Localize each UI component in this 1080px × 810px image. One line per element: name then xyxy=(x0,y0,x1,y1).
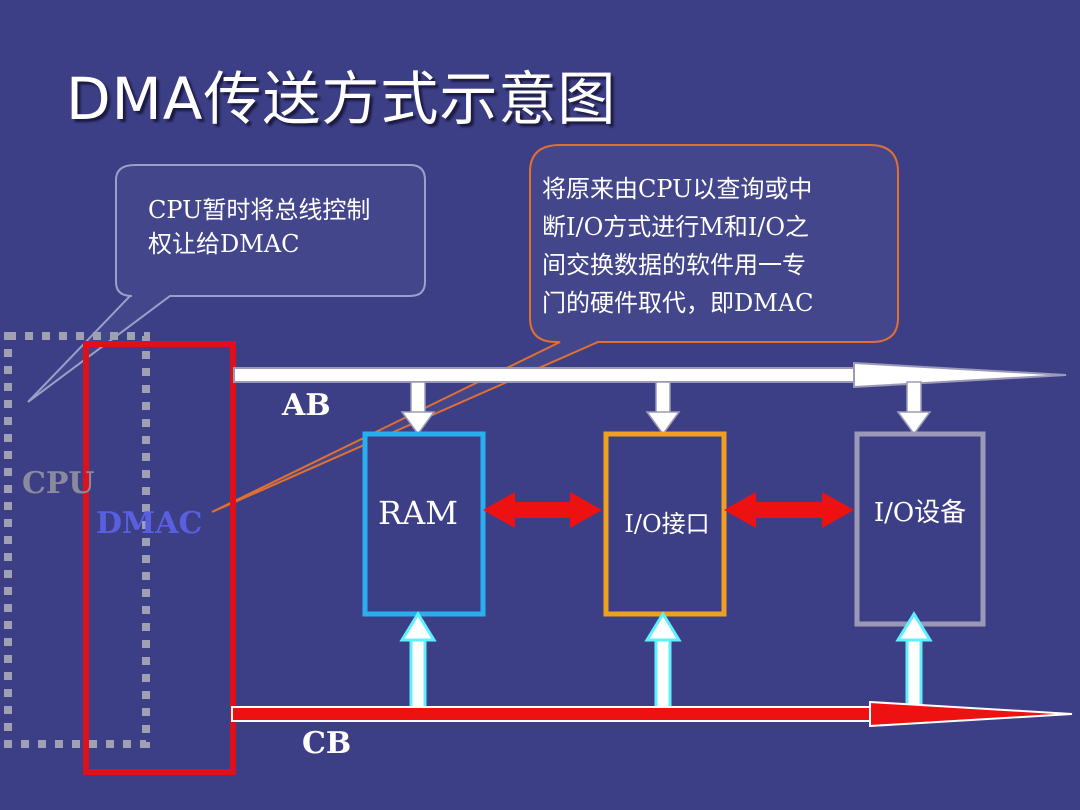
callout-right-bubble xyxy=(211,144,899,513)
cb-up-arrow-ram xyxy=(399,611,437,716)
cb-label: CB xyxy=(302,726,352,761)
ab-down-arrow-io-device xyxy=(896,381,932,436)
cb-up-arrow-io-device xyxy=(895,611,933,716)
io-device-box xyxy=(854,431,986,627)
cpu-label: CPU xyxy=(22,466,95,501)
page-title: DMA传送方式示意图 xyxy=(66,65,617,133)
address-bus-arrow xyxy=(233,361,1067,389)
cb-up-arrow-io-interface xyxy=(644,611,682,716)
ab-down-arrow-io-interface xyxy=(645,381,681,436)
callout-left-bubble xyxy=(27,164,426,403)
callout-right-line: 门的硬件取代，即DMAC xyxy=(542,289,814,317)
callout-left-line: 权让给DMAC xyxy=(148,230,300,258)
io-interface-box xyxy=(603,431,727,617)
dmac-box xyxy=(83,341,236,775)
data-arrow-io-interface-io-device xyxy=(724,492,854,528)
ram-label: RAM xyxy=(378,494,458,532)
callout-left-line: CPU暂时将总线控制 xyxy=(148,196,371,224)
data-arrow-ram-io-interface xyxy=(483,492,602,528)
ab-label: AB xyxy=(282,388,331,423)
ram-box xyxy=(362,431,486,617)
io-interface-label: I/O接口 xyxy=(624,510,710,538)
callout-right-text: 将原来由CPU以查询或中 断I/O方式进行M和I/O之 间交换数据的软件用一专 … xyxy=(542,170,888,322)
callout-left-text: CPU暂时将总线控制 权让给DMAC xyxy=(148,193,416,261)
io-device-label: I/O设备 xyxy=(873,498,967,528)
dmac-label: DMAC xyxy=(96,506,203,541)
callout-right-line: 间交换数据的软件用一专 xyxy=(542,251,806,279)
callout-right-line: 将原来由CPU以查询或中 xyxy=(542,175,813,203)
cpu-box xyxy=(4,332,150,748)
control-bus-arrow xyxy=(231,700,1073,728)
ab-down-arrow-ram xyxy=(400,381,436,436)
callout-right-line: 断I/O方式进行M和I/O之 xyxy=(542,213,810,241)
